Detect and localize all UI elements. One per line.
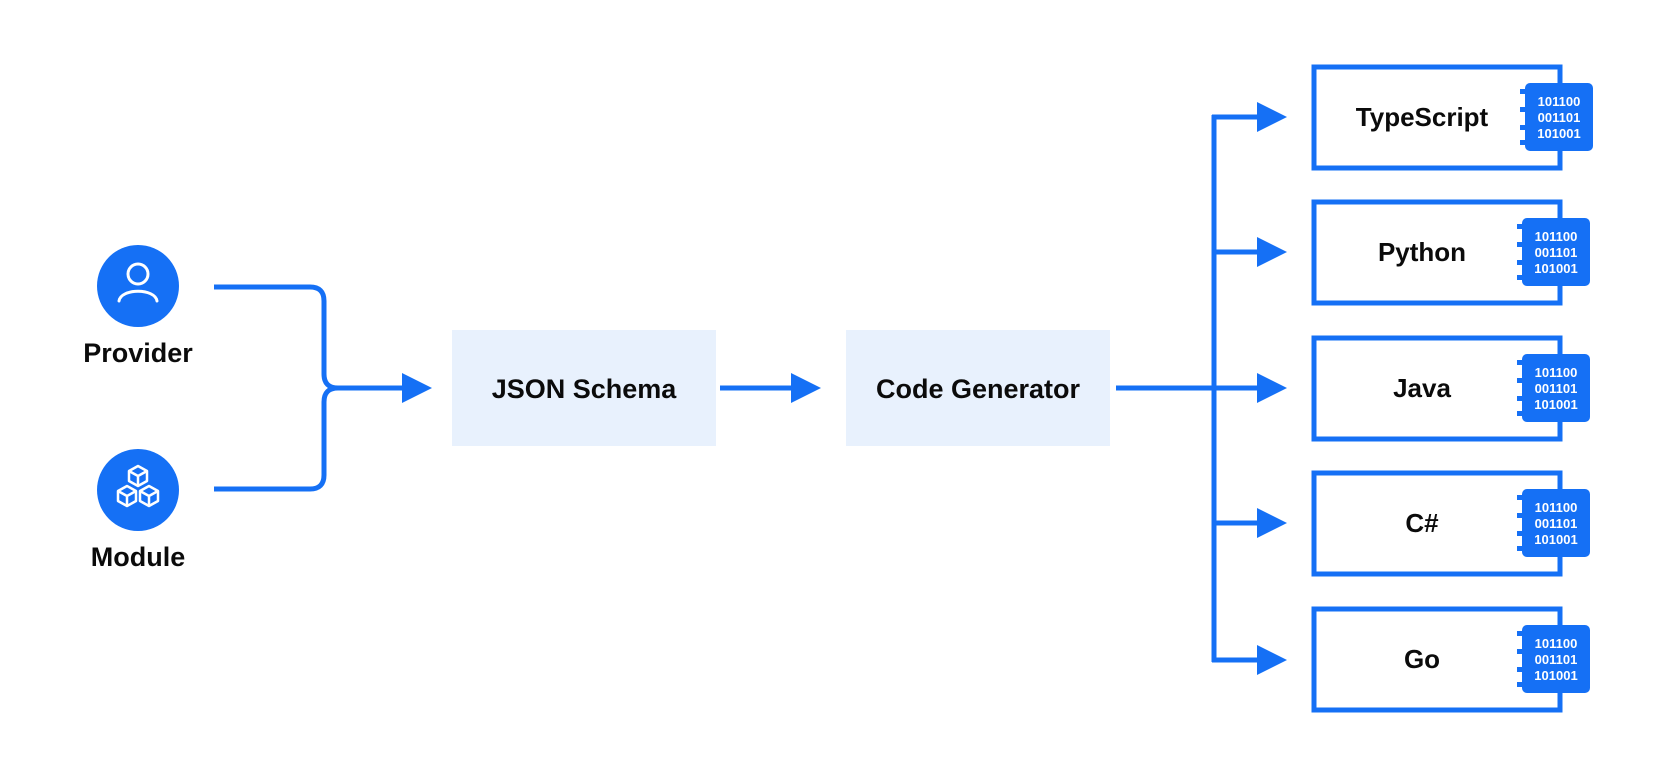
output-box [1311,199,1563,306]
svg-text:001101: 001101 [1535,652,1578,667]
json-schema-node: JSON Schema [452,330,716,446]
output-box [1311,335,1563,442]
output-typescript: TypeScript 101100 001101 101001 [1311,64,1593,171]
svg-text:101001: 101001 [1534,261,1577,276]
svg-text:001101: 001101 [1535,516,1578,531]
module-connector [214,385,339,492]
svg-text:101100: 101100 [1535,365,1578,380]
output-box [1311,470,1563,577]
binary-file-icon: 101100 001101 101001 [1517,218,1590,286]
output-go: Go 101100 001101 101001 [1311,606,1590,713]
json-schema-label: JSON Schema [492,374,678,404]
code-generator-node: Code Generator [846,330,1110,446]
svg-text:001101: 001101 [1535,381,1578,396]
code-generator-label: Code Generator [876,374,1081,404]
output-csharp: C# 101100 001101 101001 [1311,470,1590,577]
binary-file-icon: 101100 001101 101001 [1517,489,1590,557]
svg-text:101100: 101100 [1535,500,1578,515]
output-box [1311,64,1563,171]
user-icon [117,262,159,303]
output-label: Python [1378,237,1466,267]
binary-file-icon: 101100 001101 101001 [1520,83,1593,151]
svg-text:101001: 101001 [1534,532,1577,547]
module-node: Module [91,449,186,572]
output-label: Go [1404,644,1440,674]
svg-text:101001: 101001 [1537,126,1580,141]
binary-file-icon: 101100 001101 101001 [1517,625,1590,693]
output-java: Java 101100 001101 101001 [1311,335,1590,442]
provider-icon-circle [97,245,179,327]
binary-file-icon: 101100 001101 101001 [1517,354,1590,422]
svg-text:001101: 001101 [1538,110,1581,125]
module-icon-circle [97,449,179,531]
code-generator-box [846,330,1110,446]
output-label: Java [1393,373,1451,403]
output-python: Python 101100 001101 101001 [1311,199,1590,306]
svg-text:001101: 001101 [1535,245,1578,260]
output-box [1311,606,1563,713]
svg-text:101001: 101001 [1534,668,1577,683]
svg-text:101100: 101100 [1535,636,1578,651]
provider-connector [214,284,339,391]
provider-label: Provider [83,338,193,368]
svg-text:101001: 101001 [1534,397,1577,412]
module-label: Module [91,542,186,572]
svg-text:101100: 101100 [1538,94,1581,109]
output-label: C# [1405,508,1439,538]
provider-node: Provider [83,245,193,368]
json-schema-box [452,330,716,446]
output-label: TypeScript [1356,102,1489,132]
cubes-icon [116,464,160,508]
svg-text:101100: 101100 [1535,229,1578,244]
